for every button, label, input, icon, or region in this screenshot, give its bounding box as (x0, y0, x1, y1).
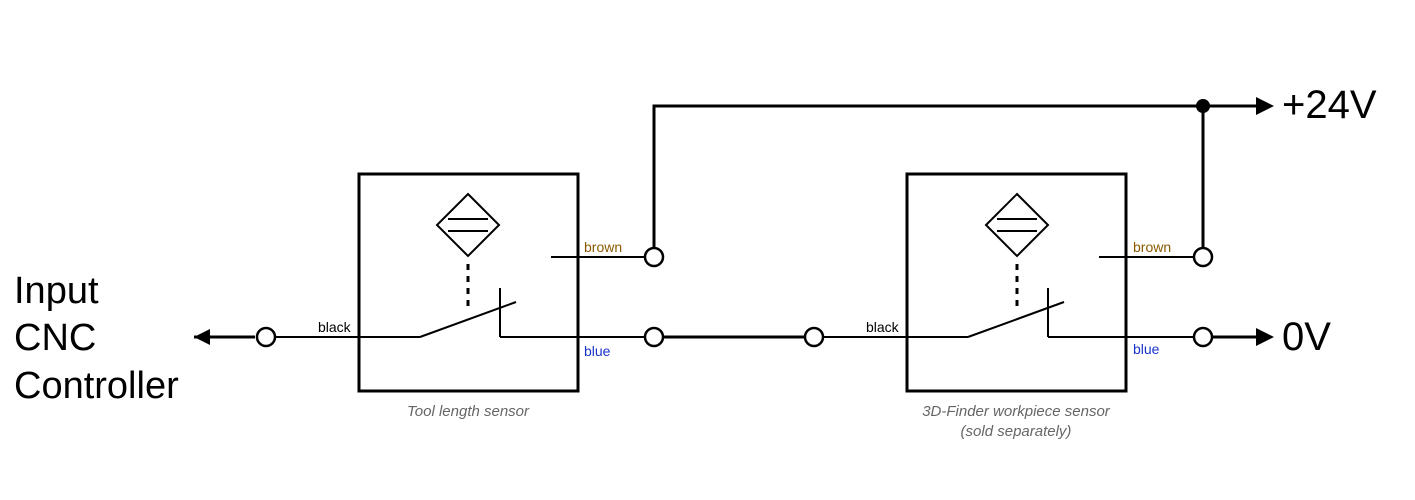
sensor2-black-terminal (803, 326, 825, 348)
terminal-blue (1192, 326, 1214, 348)
sensor-caption: Tool length sensor (407, 403, 530, 420)
wire-label-blue: blue (1133, 341, 1160, 357)
arrow-right-icon (1256, 97, 1274, 115)
controller-arrow (194, 329, 255, 345)
wire-label-brown: brown (584, 239, 622, 255)
sensor-caption-line1: 3D-Finder workpiece sensor (922, 403, 1111, 420)
terminal-brown (1192, 246, 1214, 268)
zero-volt-label: 0V (1282, 315, 1331, 359)
controller-label-input: Input (14, 270, 99, 312)
wire-label-black: black (866, 319, 900, 335)
zero-volt-rail (1212, 328, 1274, 346)
sensor-tool-length: black brown blue Tool length sensor (275, 172, 665, 420)
arrow-right-icon (1256, 328, 1274, 346)
controller-label-cnc: CNC (14, 317, 96, 359)
wire-label-blue: blue (584, 343, 611, 359)
switch-contact-icon (907, 288, 1126, 338)
sensor-box (905, 172, 1128, 393)
plus24v-rail (652, 97, 1274, 248)
terminal-brown (643, 246, 665, 268)
controller-terminal (255, 326, 277, 348)
sensor-caption-line2: (sold separately) (961, 423, 1072, 440)
controller-label-controller: Controller (14, 365, 179, 407)
wire-label-black: black (318, 319, 352, 335)
proximity-symbol-icon (435, 192, 501, 308)
terminal-blue (643, 326, 665, 348)
junction-dot (1196, 99, 1210, 113)
proximity-symbol-icon (984, 192, 1050, 308)
sensor-box (357, 172, 580, 393)
plus24v-label: +24V (1282, 83, 1377, 127)
switch-contact-icon (359, 288, 578, 338)
sensor-3d-finder: black brown blue 3D-Finder workpiece sen… (823, 172, 1214, 440)
wire-label-brown: brown (1133, 239, 1171, 255)
